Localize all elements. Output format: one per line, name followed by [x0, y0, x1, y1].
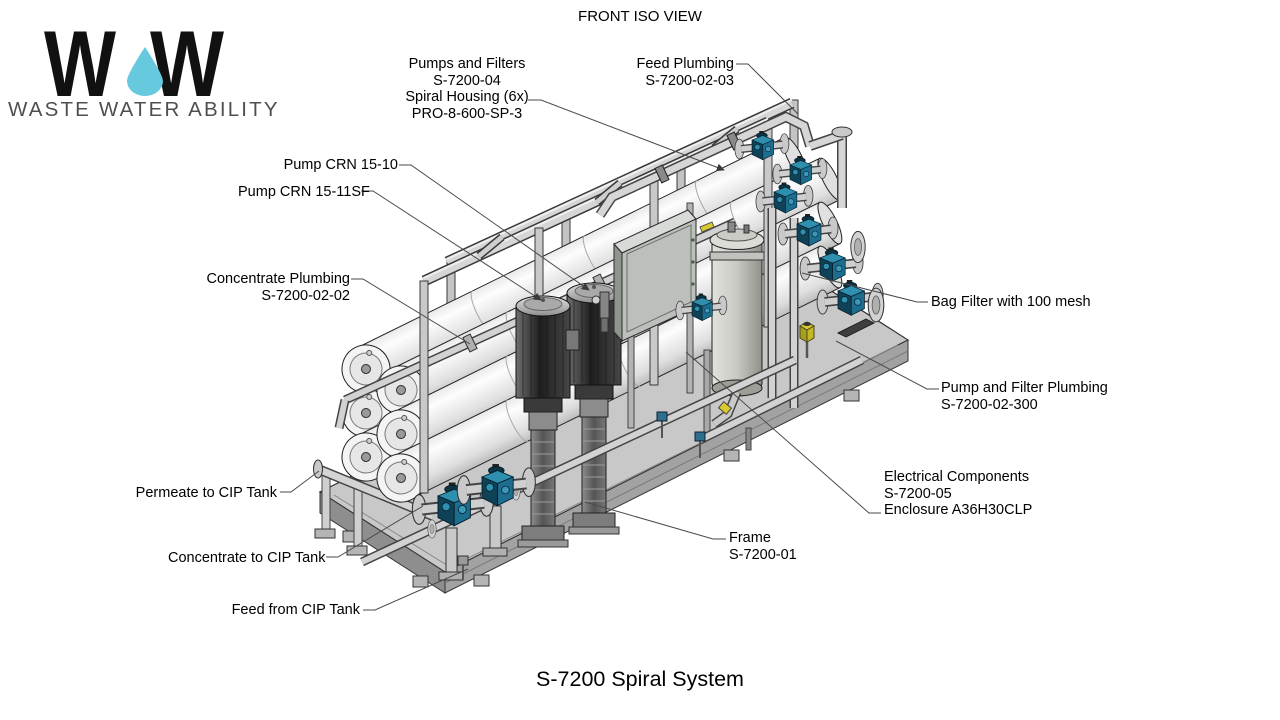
callout-line: Permeate to CIP Tank: [135, 485, 277, 501]
valve-clusters: [676, 131, 884, 358]
callout-pump-crn-15-10: Pump CRN 15-10: [278, 157, 398, 174]
callout-line: S-7200-02-02: [261, 287, 350, 304]
callout-line: Spiral Housing (6x): [405, 89, 529, 105]
callout-concentrate-to-cip: Concentrate to CIP Tank: [168, 550, 326, 567]
logo-letter-w2: W: [150, 11, 224, 116]
callout-line: Concentrate to CIP Tank: [168, 550, 326, 566]
pipe-flange: [850, 230, 866, 264]
leader-lines: [280, 63, 939, 611]
callout-line: S-7200-01: [729, 546, 797, 563]
callout-line: Pump CRN 15-10: [283, 157, 398, 173]
callout-bag-filter: Bag Filter with 100 mesh: [931, 294, 1091, 311]
feed-riser-pipes: [698, 208, 864, 451]
callout-line: S-7200-05: [884, 485, 952, 502]
callout-pumps-and-filters: Pumps and Filters S-7200-04 Spiral Housi…: [404, 56, 530, 122]
callout-line: Bag Filter with 100 mesh: [931, 294, 1091, 310]
callout-line: Enclosure A36H30CLP: [884, 502, 1033, 518]
logo-letter-w1: W: [44, 11, 116, 116]
yellow-tag: [699, 221, 715, 233]
view-title: FRONT ISO VIEW: [578, 8, 702, 25]
callout-concentrate-plumbing: Concentrate Plumbing S-7200-02-02: [205, 271, 350, 304]
callout-permeate-to-cip: Permeate to CIP Tank: [127, 485, 277, 502]
callout-line: Pumps and Filters: [408, 56, 526, 72]
filter-regulator: [591, 291, 610, 333]
water-drop-icon: [127, 47, 164, 97]
pipe-flange: [427, 519, 437, 539]
callout-line: S-7200-02-03: [645, 72, 734, 89]
logo-tagline: WASTE WATER ABILITY: [8, 98, 280, 121]
callout-line: Frame: [729, 530, 771, 546]
callout-feed-from-cip: Feed from CIP Tank: [225, 602, 360, 619]
callout-line: Pump CRN 15-11SF: [238, 184, 370, 200]
callout-line: Feed from CIP Tank: [231, 602, 360, 618]
yellow-valve: [798, 321, 816, 358]
callout-frame: Frame S-7200-01: [729, 530, 797, 563]
callout-line: PRO-8-600-SP-3: [411, 105, 523, 122]
bag-filter-housing: [699, 221, 765, 436]
drawing-title: S-7200 Spiral System: [536, 667, 744, 691]
skid-vent: [836, 318, 876, 338]
deck-valve: [656, 411, 706, 458]
callout-line: Feed Plumbing: [636, 56, 734, 72]
company-logo: W W WASTE WATER ABILITY: [8, 11, 280, 121]
feed-piping-top: [595, 111, 853, 218]
callout-feed-plumbing: Feed Plumbing S-7200-02-03: [609, 56, 734, 89]
callout-electrical-components: Electrical Components S-7200-05 Enclosur…: [884, 469, 1032, 519]
front-manifold: [360, 355, 797, 581]
callout-pump-crn-15-11sf: Pump CRN 15-11SF: [238, 184, 370, 201]
callout-line: Electrical Components: [884, 469, 1030, 485]
callout-line: Pump and Filter Plumbing: [941, 380, 1108, 396]
callout-line: S-7200-02-300: [941, 396, 1038, 413]
callout-pump-and-filter-plumbing: Pump and Filter Plumbing S-7200-02-300: [941, 380, 1108, 413]
callout-line: S-7200-04: [433, 72, 501, 89]
callout-line: Concentrate Plumbing: [206, 271, 350, 287]
